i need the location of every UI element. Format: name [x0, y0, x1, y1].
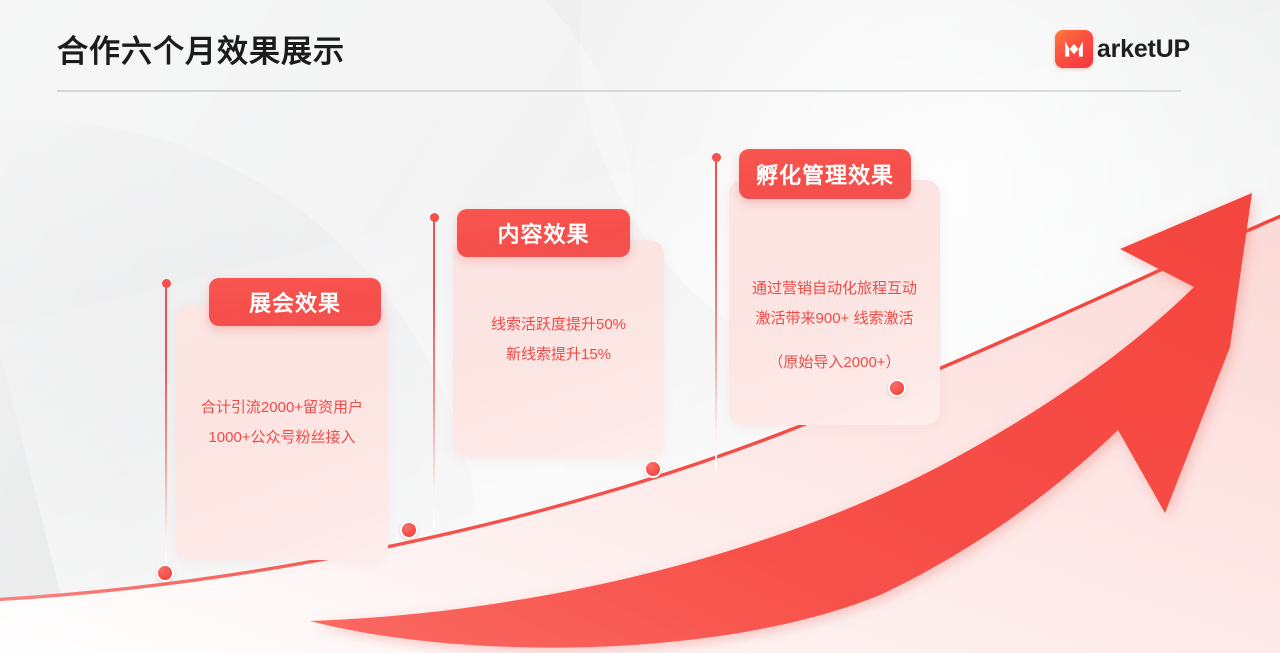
- stem-cap-dot-2: [429, 213, 439, 222]
- page-title: 合作六个月效果展示: [57, 34, 345, 69]
- curve-node-dot-2[interactable]: [400, 521, 418, 539]
- milestone-stem-2: [429, 213, 439, 530]
- milestone-stem-1: [161, 279, 171, 573]
- milestone-card-1-line-1: 合计引流2000+留资用户: [200, 399, 364, 416]
- milestone-badge-1[interactable]: 展会效果: [209, 278, 381, 326]
- stem-cap-dot-1: [161, 279, 171, 288]
- logo-m-glyph: [1065, 41, 1083, 57]
- stem-cap-dot-3: [711, 153, 721, 162]
- milestone-card-3-line-2: 激活带来900+ 线索激活: [755, 310, 914, 327]
- brand-name: arketUP: [1096, 34, 1190, 63]
- milestone-card-2-text: 线索活跃度提升50% 新线索提升15%: [453, 310, 664, 370]
- milestone-card-3-note: （原始导入2000+）: [768, 354, 901, 371]
- milestone-card-2-line-2: 新线索提升15%: [505, 346, 612, 363]
- milestone-stem-3: [711, 153, 721, 470]
- curve-node-dot-3[interactable]: [888, 379, 906, 397]
- milestone-card-1[interactable]: 合计引流2000+留资用户 1000+公众号粉丝接入: [176, 305, 388, 560]
- milestone-card-1-text: 合计引流2000+留资用户 1000+公众号粉丝接入: [176, 393, 388, 453]
- milestone-card-3-spacer: [729, 334, 940, 348]
- brand-logo: arketUP: [1054, 30, 1190, 68]
- curve-node-dot-1[interactable]: [156, 564, 174, 582]
- milestone-badge-3[interactable]: 孵化管理效果: [739, 149, 911, 199]
- marketup-logo-icon: [1054, 30, 1093, 68]
- milestone-card-2-line-1: 线索活跃度提升50%: [490, 316, 627, 333]
- curve-node-dot-4[interactable]: [644, 460, 662, 478]
- milestone-card-3-text: 通过营销自动化旅程互动 激活带来900+ 线索激活 （原始导入2000+）: [729, 274, 940, 378]
- milestone-card-3-line-1: 通过营销自动化旅程互动: [751, 280, 917, 297]
- milestone-card-3[interactable]: 通过营销自动化旅程互动 激活带来900+ 线索激活 （原始导入2000+）: [729, 180, 940, 425]
- slide-header: 合作六个月效果展示 arketUP: [0, 0, 1280, 92]
- milestone-card-2[interactable]: 线索活跃度提升50% 新线索提升15%: [453, 240, 664, 457]
- milestone-badge-2[interactable]: 内容效果: [457, 209, 630, 257]
- milestone-card-1-line-2: 1000+公众号粉丝接入: [208, 429, 356, 446]
- header-divider: [57, 90, 1181, 92]
